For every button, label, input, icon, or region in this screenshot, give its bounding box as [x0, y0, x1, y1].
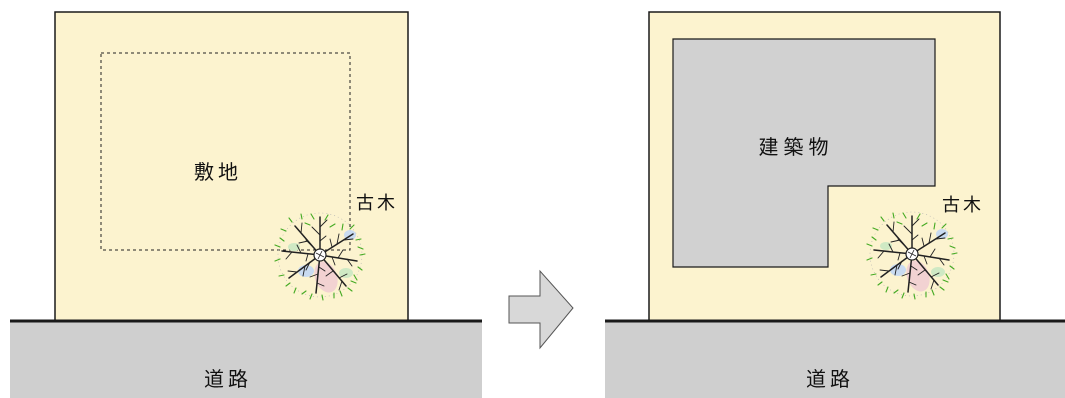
buildable-area-outline — [100, 52, 351, 251]
site-label: 敷地 — [194, 160, 242, 184]
tree-label: 古木 — [942, 195, 984, 216]
road-area — [605, 321, 1065, 398]
road-label: 道路 — [204, 367, 252, 391]
after-diagram: 建築物 古木 道路 — [605, 11, 1065, 398]
road-area — [10, 321, 482, 398]
tree-label: 古木 — [356, 193, 398, 214]
right-arrow-icon — [508, 269, 574, 350]
road-label: 道路 — [806, 367, 854, 391]
building-label: 建築物 — [759, 135, 834, 159]
building-footprint — [672, 38, 936, 268]
before-diagram: 敷地 古木 道路 — [10, 11, 482, 398]
